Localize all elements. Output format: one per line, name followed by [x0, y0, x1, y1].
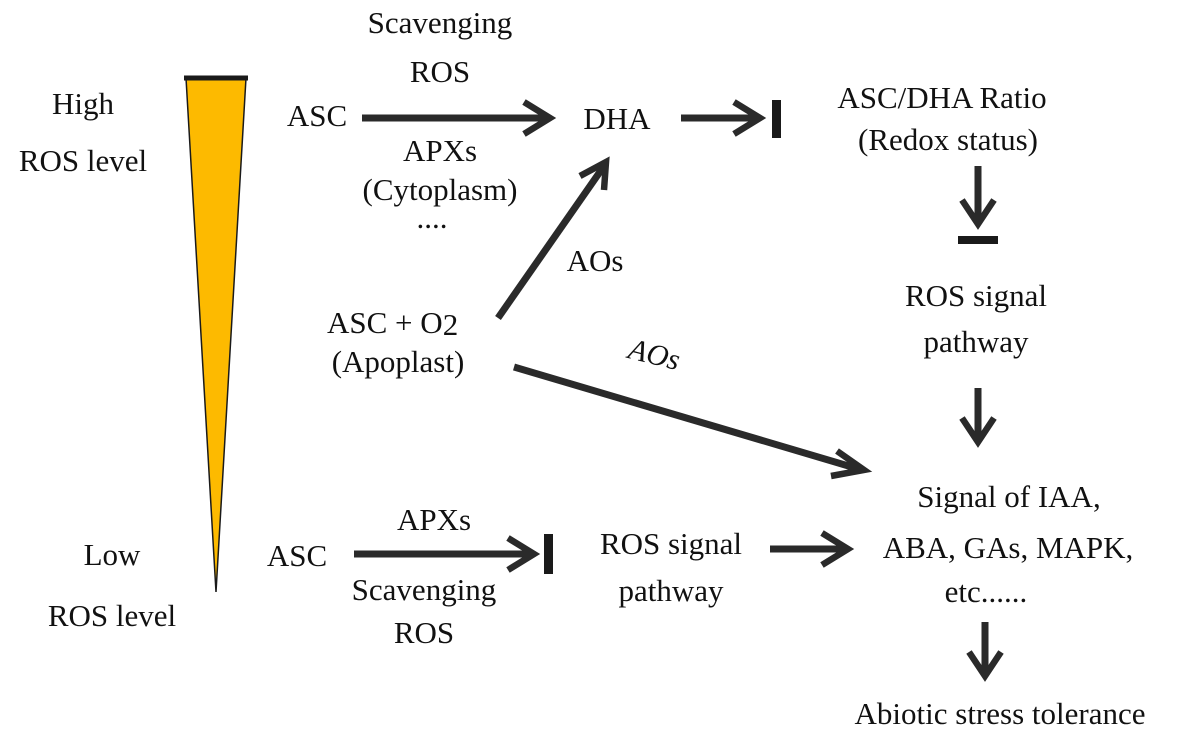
- redox-status-label: (Redox status): [858, 122, 1038, 157]
- signal-to-tolerance-arrow: [966, 622, 1004, 682]
- apoplast-to-dha-arrow: [495, 156, 610, 321]
- asc-o2-label: ASC + O2: [327, 305, 458, 342]
- bottom-pathway-label: pathway: [618, 573, 724, 608]
- apxs-label: APXs: [403, 133, 477, 168]
- bottom-asc-label: ASC: [267, 538, 327, 573]
- low-label: Low: [84, 537, 141, 572]
- ratio-label: ASC/DHA Ratio: [837, 80, 1046, 115]
- apoplast-label: (Apoplast): [332, 344, 465, 379]
- pathway-down-arrow: [959, 388, 997, 448]
- apoplast-to-signal-arrow: [513, 363, 873, 480]
- ros-level-gradient: [184, 75, 248, 593]
- asc-to-dha-arrow: [362, 99, 557, 137]
- bottom-ros-signal-label: ROS signal: [600, 526, 742, 561]
- etc-label: etc......: [945, 574, 1028, 609]
- scavenging-label: Scavenging: [368, 5, 513, 40]
- cytoplasm-label: (Cytoplasm): [363, 172, 518, 207]
- scavenging-ros-label: ROS: [410, 54, 470, 89]
- ellipsis-label: ....: [417, 200, 448, 235]
- signal-iaa-label: Signal of IAA,: [917, 479, 1100, 514]
- aos-up-label: AOs: [567, 243, 624, 278]
- ratio-down-inhibition-arrow: [958, 166, 998, 244]
- bottom-pathway-to-signal-arrow: [770, 530, 855, 568]
- low-ros-level-label: ROS level: [48, 598, 176, 633]
- bottom-scavenging-label: Scavenging: [352, 572, 497, 607]
- hormone-list-label: ABA, GAs, MAPK,: [883, 530, 1134, 565]
- bottom-apxs-label: APXs: [397, 502, 471, 537]
- top-asc-label: ASC: [287, 98, 347, 133]
- high-label: High: [52, 86, 115, 121]
- right-ros-signal-label: ROS signal: [905, 278, 1047, 313]
- dha-label: DHA: [583, 101, 651, 136]
- bottom-scavenging-ros-label: ROS: [394, 615, 454, 650]
- dha-inhibition-arrow: [681, 99, 781, 138]
- high-ros-level-label: ROS level: [19, 143, 147, 178]
- abiotic-stress-tolerance-label: Abiotic stress tolerance: [855, 696, 1146, 731]
- bottom-asc-inhibition-arrow: [354, 534, 553, 574]
- ros-gradient-triangle: [185, 77, 247, 593]
- aos-diag-label: AOs: [623, 332, 683, 377]
- right-pathway-label: pathway: [923, 324, 1029, 359]
